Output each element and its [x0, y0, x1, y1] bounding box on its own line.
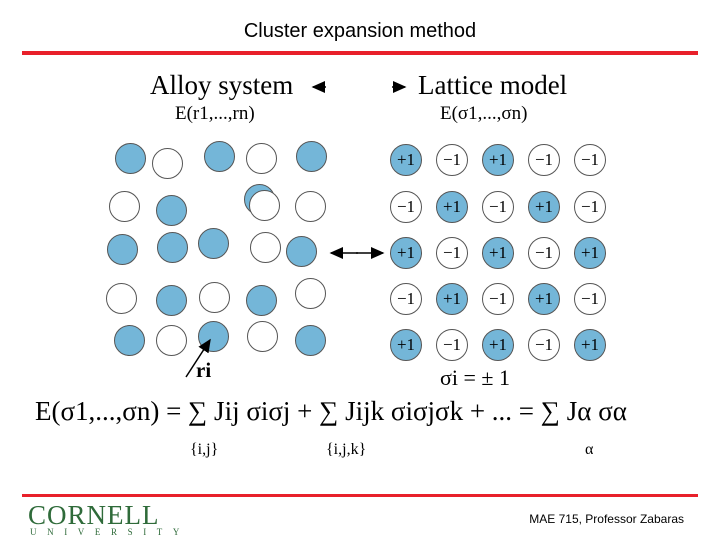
- cornell-logo-subtitle: UNIVERSITY: [30, 527, 190, 537]
- site-pointer-arrow: [185, 338, 211, 378]
- alloy-atom: [247, 321, 278, 352]
- spin-site: −1: [436, 237, 468, 269]
- alloy-atom: [109, 191, 140, 222]
- spin-site: −1: [574, 191, 606, 223]
- alloy-atom: [106, 283, 137, 314]
- alloy-atom: [286, 236, 317, 267]
- spin-site: −1: [390, 283, 422, 315]
- alloy-atom: [295, 191, 326, 222]
- alloy-atom: [107, 234, 138, 265]
- spin-site: −1: [574, 283, 606, 315]
- spin-site: +1: [482, 329, 514, 361]
- alloy-atom: [157, 232, 188, 263]
- spin-constraint: σi = ± 1: [440, 365, 510, 390]
- spin-site: −1: [482, 191, 514, 223]
- lattice-energy-text: E(σ1,...,σn): [440, 103, 528, 124]
- spin-site: +1: [528, 191, 560, 223]
- spin-site: −1: [574, 144, 606, 176]
- cornell-logo: CORNELL: [28, 500, 160, 530]
- alloy-atom: [295, 325, 326, 356]
- spin-site: +1: [574, 237, 606, 269]
- alloy-atom: [152, 148, 183, 179]
- alloy-atom: [204, 141, 235, 172]
- spin-site: −1: [436, 329, 468, 361]
- spin-site: +1: [390, 144, 422, 176]
- alloy-energy-label: E(r1,...,rn): [175, 103, 255, 125]
- alloy-atom: [250, 232, 281, 263]
- site-position-label: ri: [196, 358, 212, 382]
- alloy-atom: [249, 190, 280, 221]
- spin-site: +1: [436, 283, 468, 315]
- spin-site: −1: [528, 329, 560, 361]
- lattice-model-heading: Lattice model: [418, 70, 568, 100]
- alloy-system-heading: Alloy system: [150, 70, 294, 100]
- spin-site: +1: [390, 237, 422, 269]
- spin-site: −1: [436, 144, 468, 176]
- course-footer: MAE 715, Professor Zabaras: [529, 512, 684, 526]
- alloy-atom: [199, 282, 230, 313]
- slide-title: Cluster expansion method: [243, 20, 477, 42]
- sum-index-pairs: {i,j}: [190, 441, 219, 458]
- alloy-atom: [156, 195, 187, 226]
- spin-site: +1: [390, 329, 422, 361]
- spin-site: −1: [528, 144, 560, 176]
- alloy-energy-text: E(r1,...,rn): [175, 103, 255, 124]
- footer-divider: [22, 494, 698, 497]
- spin-site: +1: [482, 237, 514, 269]
- spin-site: −1: [390, 191, 422, 223]
- sum-index-clusters: α: [585, 441, 594, 458]
- lattice-energy-label: E(σ1,...,σn): [440, 103, 528, 125]
- alloy-atom: [296, 141, 327, 172]
- alloy-atom: [246, 143, 277, 174]
- title-divider: [22, 51, 698, 55]
- alloy-atom: [198, 228, 229, 259]
- alloy-atom: [246, 285, 277, 316]
- cluster-expansion-formula: E(σ1,...,σn) = ∑ Jij σiσj + ∑ Jijk σiσjσ…: [35, 396, 627, 426]
- spin-site: −1: [482, 283, 514, 315]
- spin-site: +1: [528, 283, 560, 315]
- spin-site: +1: [482, 144, 514, 176]
- alloy-atom: [156, 285, 187, 316]
- alloy-atom: [114, 325, 145, 356]
- alloy-atom: [295, 278, 326, 309]
- alloy-atom: [156, 325, 187, 356]
- alloy-atom: [115, 143, 146, 174]
- spin-site: +1: [574, 329, 606, 361]
- spin-site: −1: [528, 237, 560, 269]
- spin-site: +1: [436, 191, 468, 223]
- sum-index-triples: {i,j,k}: [326, 441, 367, 458]
